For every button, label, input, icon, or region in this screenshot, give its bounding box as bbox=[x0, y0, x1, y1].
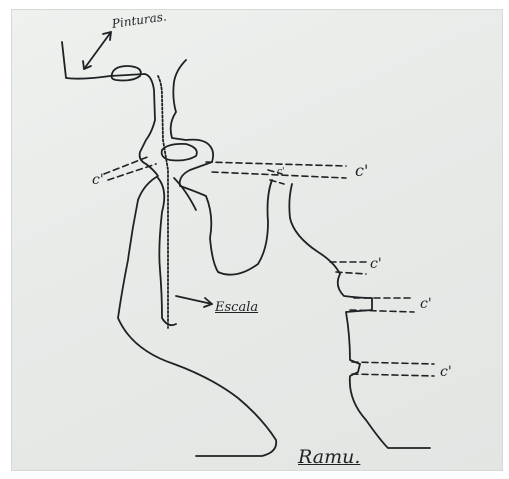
upper-right-wall bbox=[171, 60, 272, 275]
passage-upper-1 bbox=[206, 162, 346, 166]
lower-right-wall bbox=[289, 184, 430, 448]
main-chamber-left-wall bbox=[118, 200, 276, 456]
signature-ramu: Ramu. bbox=[298, 448, 360, 467]
passage-left-2 bbox=[108, 164, 156, 180]
ladder-escala bbox=[158, 76, 168, 328]
label-chamber-mid: c' bbox=[277, 168, 285, 177]
painting-blob-top bbox=[112, 66, 141, 81]
inner-chamber-right bbox=[174, 178, 196, 210]
label-chamber-right-1: c' bbox=[370, 257, 382, 271]
inner-chamber-wall bbox=[158, 178, 176, 325]
passage-right-3b bbox=[352, 374, 434, 376]
pinturas-arrow bbox=[84, 32, 111, 69]
painting-blob-middle bbox=[162, 144, 197, 161]
label-chamber-right-2: c' bbox=[420, 297, 432, 311]
passage-left-1 bbox=[104, 156, 150, 174]
label-chamber-upper-right: c' bbox=[355, 163, 368, 179]
label-escala: Escala bbox=[215, 301, 258, 314]
label-chamber-left: c' bbox=[92, 173, 104, 187]
entrance-left-wall bbox=[62, 42, 155, 164]
passage-right-3a bbox=[352, 362, 434, 364]
label-chamber-right-3: c' bbox=[440, 365, 452, 379]
